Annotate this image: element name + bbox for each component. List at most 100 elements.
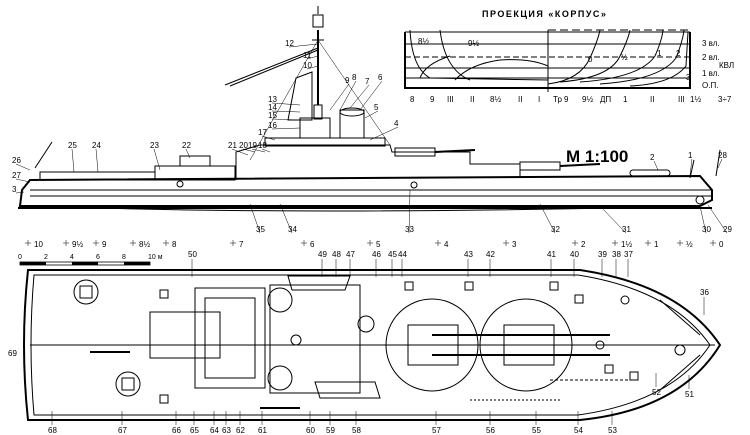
deck-plan <box>23 269 722 421</box>
profile-callout-label: 27 <box>12 171 21 180</box>
body-plan-station-label: 8½ <box>490 95 501 104</box>
plan-callout-label: 44 <box>398 250 407 259</box>
profile-callout-label: 16 <box>268 121 277 130</box>
profile-callout-leader <box>369 126 399 141</box>
plan-callout-label: 59 <box>326 426 335 435</box>
profile-callout-leader <box>306 55 319 60</box>
profile-callout-leader <box>153 148 161 171</box>
profile-callout-label: 21 <box>228 141 237 150</box>
profile-callout-label: 29 <box>723 225 732 234</box>
plan-callout-label: 64 <box>210 426 219 435</box>
profile-callout-label: 18 <box>258 141 267 150</box>
profile-callout-label: 32 <box>551 225 560 234</box>
profile-callout-leader <box>15 178 31 183</box>
profile-callout-label: 25 <box>68 141 77 150</box>
plan-callout-label: 63 <box>222 426 231 435</box>
body-plan-station-label: III <box>447 95 454 104</box>
profile-callout-leader <box>261 135 276 141</box>
section-label-fwd-3: 2 <box>676 49 681 58</box>
profile-callout-label: 3 <box>12 185 17 194</box>
profile-callout-label: 28 <box>718 151 727 160</box>
profile-callout-leader <box>599 205 627 234</box>
plan-callout-label: 65 <box>190 426 199 435</box>
profile-callout-label: 12 <box>285 39 294 48</box>
profile-callout-leader <box>15 163 31 171</box>
plan-callout-label: 42 <box>486 250 495 259</box>
waterline-label-kvl: КВЛ <box>719 61 734 70</box>
bar-scale-tick-label: 6 <box>96 254 100 261</box>
section-label-fwd-4: 3 <box>686 73 691 82</box>
profile-callout-label: 30 <box>702 225 711 234</box>
profile-callout-leader <box>271 118 301 121</box>
plan-callout-label: 66 <box>172 426 181 435</box>
profile-callout-label: 23 <box>150 141 159 150</box>
profile-callout-leader <box>717 158 723 169</box>
profile-callout-leader <box>359 80 383 111</box>
plan-callout-label: 53 <box>608 426 617 435</box>
profile-callout-leader <box>95 148 99 173</box>
profile-callout-leader <box>306 65 319 70</box>
frame-station-label: 9 <box>102 240 107 249</box>
frame-station-label: 9½ <box>72 240 83 249</box>
bar-scale-tick-label: 0 <box>18 254 22 261</box>
profile-callout-leader <box>339 80 357 111</box>
body-plan-station-label: 9 <box>430 95 435 104</box>
frame-station-label: 5 <box>376 240 381 249</box>
plan-callout-label: 69 <box>8 349 17 358</box>
plan-callout-label: 38 <box>612 250 621 259</box>
plan-callout-label: 60 <box>306 426 315 435</box>
body-plan-station-label: II <box>518 95 522 104</box>
profile-callout-leader <box>251 148 266 153</box>
profile-callout-label: 17 <box>258 128 267 137</box>
frame-station-label: 8½ <box>139 240 150 249</box>
frame-station-label: 3 <box>512 240 517 249</box>
plan-callout-label: 58 <box>352 426 361 435</box>
profile-callout-leader <box>271 110 301 113</box>
frame-station-label: 4 <box>444 240 449 249</box>
frame-station-label: 1 <box>654 240 659 249</box>
body-plan-station-label: 8 <box>410 95 415 104</box>
profile-callout-leader <box>15 191 25 194</box>
plan-callout-label: 47 <box>346 250 355 259</box>
frame-station-label: 1½ <box>621 240 632 249</box>
profile-callout-label: 34 <box>288 225 297 234</box>
profile-callout-label: 4 <box>394 119 399 128</box>
plan-callout-label: 55 <box>532 426 541 435</box>
profile-callout-label: 11 <box>303 51 312 60</box>
plan-callout-label: 67 <box>118 426 127 435</box>
profile-callout-leader <box>349 84 370 109</box>
body-plan-station-label: 1 <box>623 95 628 104</box>
profile-callout-leader <box>231 148 249 156</box>
plan-callout-label: 40 <box>570 250 579 259</box>
body-plan-station-label: II <box>650 95 654 104</box>
profile-callout-label: 15 <box>268 111 277 120</box>
frame-station-label: ½ <box>686 240 693 249</box>
profile-callout-leader <box>185 148 191 159</box>
profile-callout-label: 24 <box>92 141 101 150</box>
scale-label: М 1:100 <box>566 147 628 166</box>
plan-callout-label: 46 <box>372 250 381 259</box>
profile-callout-label: 8 <box>352 73 357 82</box>
side-profile <box>18 6 721 212</box>
body-plan-title: ПРОЕКЦИЯ «КОРПУС» <box>482 9 607 19</box>
profile-callout-leader <box>279 203 293 234</box>
profile-callout-label: 14 <box>268 103 277 112</box>
profile-callout-leader <box>539 203 556 234</box>
section-label-aft-2: 9½ <box>468 39 479 48</box>
waterline-label-1: 1 вл. <box>702 69 720 78</box>
plan-callout-label: 54 <box>574 426 583 435</box>
plan-callout-label: 41 <box>547 250 556 259</box>
profile-callout-label: 31 <box>622 225 631 234</box>
section-label-fwd-2: 1 <box>657 49 662 58</box>
bar-scale-tick-label: 8 <box>122 254 126 261</box>
plan-callout-label: 52 <box>652 388 661 397</box>
profile-callout-leader <box>408 189 411 234</box>
section-label-aft-1: 8½ <box>418 37 429 46</box>
profile-callout-leader <box>364 110 379 119</box>
deck-outline <box>23 269 722 421</box>
